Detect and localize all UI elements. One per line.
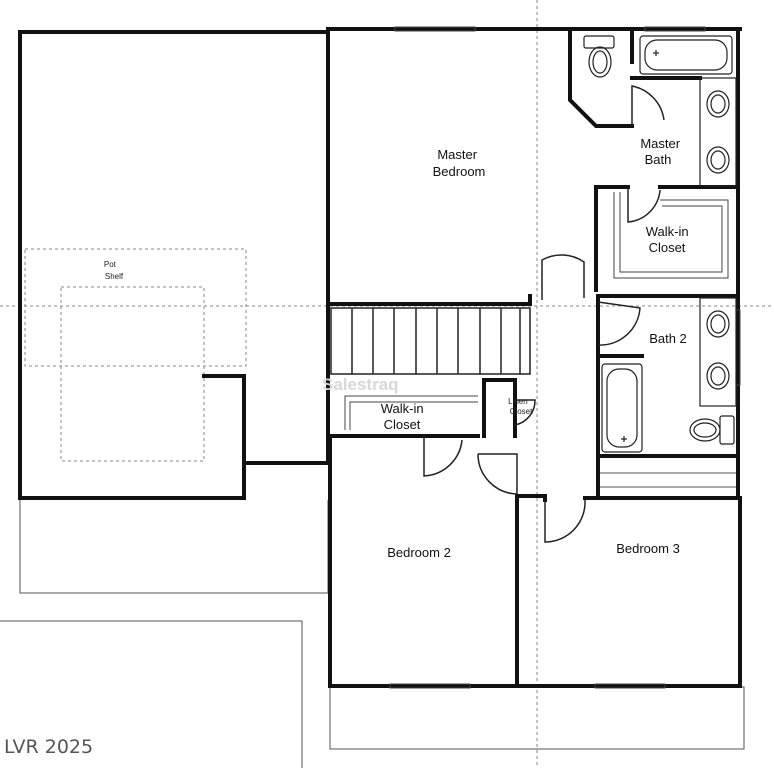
master-bath-label: Master Bath [640, 136, 683, 167]
bedroom3-label: Bedroom 3 [616, 541, 680, 556]
master-bedroom-label: Master Bedroom [433, 147, 486, 179]
room-labels: Master Bedroom Master Bath Walk-in Close… [104, 136, 692, 560]
walls [18, 27, 742, 688]
watermark: Salestraq [322, 375, 399, 394]
bathtub-icon [601, 363, 643, 453]
copyright-text: LVR 2025 [4, 736, 93, 758]
toilet-icon [583, 35, 615, 78]
fixtures [583, 35, 737, 453]
bathtub-icon [639, 35, 733, 75]
doors [423, 85, 665, 543]
windows [389, 26, 741, 689]
master-closet-label: Walk-in Closet [646, 224, 692, 255]
vanity-icon [699, 77, 737, 187]
hall-closet-label: Walk-in Closet [381, 401, 427, 432]
toilet-icon [689, 415, 735, 445]
thin-outlines [0, 472, 745, 768]
bedroom2-label: Bedroom 2 [387, 545, 451, 560]
linen-closet-label: Linen Closet [508, 397, 533, 416]
closet-shelves [344, 192, 729, 430]
stairs [330, 307, 531, 375]
bath2-label: Bath 2 [649, 331, 687, 346]
vanity-icon [699, 297, 737, 407]
pot-shelf-label: Pot Shelf [104, 260, 124, 281]
